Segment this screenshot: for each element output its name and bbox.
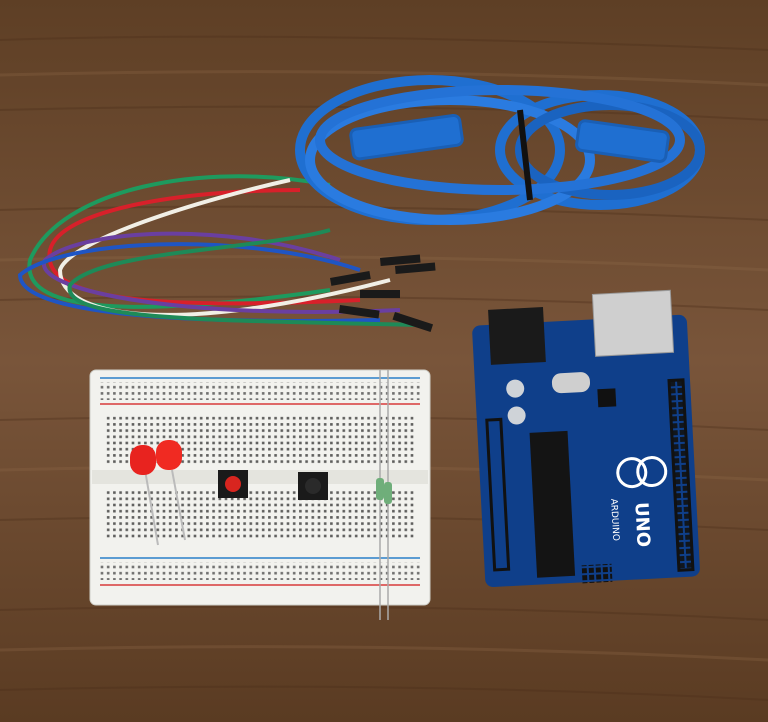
board-logo-text: ARDUINO [608, 498, 620, 541]
red-leds [130, 440, 186, 546]
breadboard [89, 369, 431, 606]
jumper-connectors [330, 254, 436, 332]
resistors [376, 370, 392, 620]
arduino-uno-board: ARDUINO UNO [472, 289, 700, 587]
black-push-button [298, 472, 328, 500]
board-model-text: UNO [630, 502, 653, 548]
red-push-button [218, 470, 248, 498]
usb-cable [295, 75, 705, 225]
jumper-wires [17, 174, 421, 327]
